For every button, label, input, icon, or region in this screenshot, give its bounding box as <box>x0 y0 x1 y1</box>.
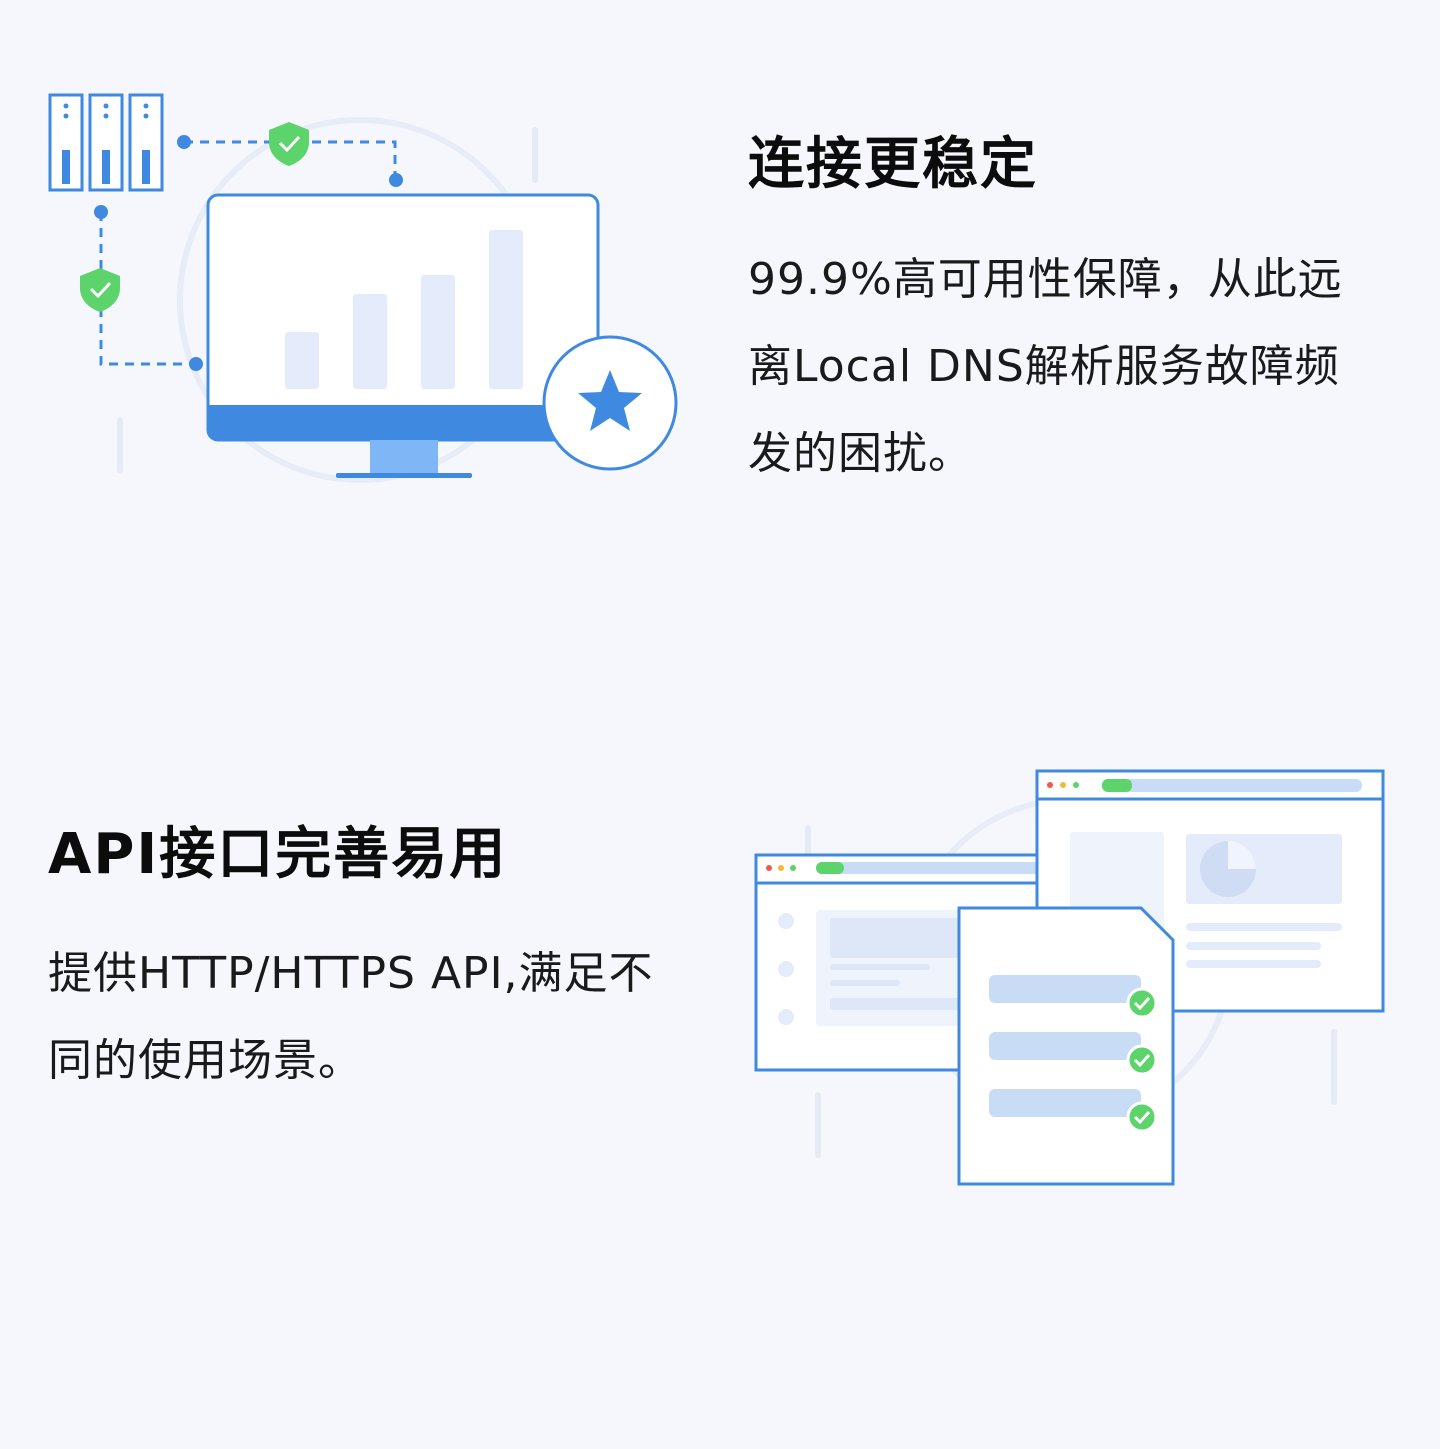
description-line: 发的困扰。 <box>748 428 973 479</box>
api-illustration <box>740 760 1400 1200</box>
description-line: 提供HTTP/HTTPS API,满足不 <box>48 948 654 999</box>
feature-title: API接口完善易用 <box>48 822 508 887</box>
shield-check-icon <box>80 268 120 312</box>
check-circle-icon <box>1126 1101 1158 1133</box>
feature-description: 99.9%高可用性保障，从此远 离Local DNS解析服务故障频 发的困扰。 <box>748 236 1408 497</box>
document-checklist-icon <box>957 906 1175 1186</box>
description-line: 同的使用场景。 <box>48 1035 363 1086</box>
shield-check-icon <box>269 122 309 166</box>
feature-stability: 连接更稳定 99.9%高可用性保障，从此远 离Local DNS解析服务故障频 … <box>748 130 1408 497</box>
feature-title: 连接更稳定 <box>748 132 1038 197</box>
feature-description: 提供HTTP/HTTPS API,满足不 同的使用场景。 <box>48 930 738 1104</box>
description-line: 99.9%高可用性保障，从此远 <box>748 254 1343 305</box>
check-circle-icon <box>1126 1044 1158 1076</box>
star-icon <box>542 335 678 471</box>
description-line: 离Local DNS解析服务故障频 <box>748 341 1340 392</box>
monitor-icon <box>206 193 600 478</box>
check-circle-icon <box>1126 987 1158 1019</box>
server-icon <box>48 93 164 192</box>
feature-api: API接口完善易用 提供HTTP/HTTPS API,满足不 同的使用场景。 <box>48 820 738 1104</box>
stability-illustration <box>40 80 700 500</box>
